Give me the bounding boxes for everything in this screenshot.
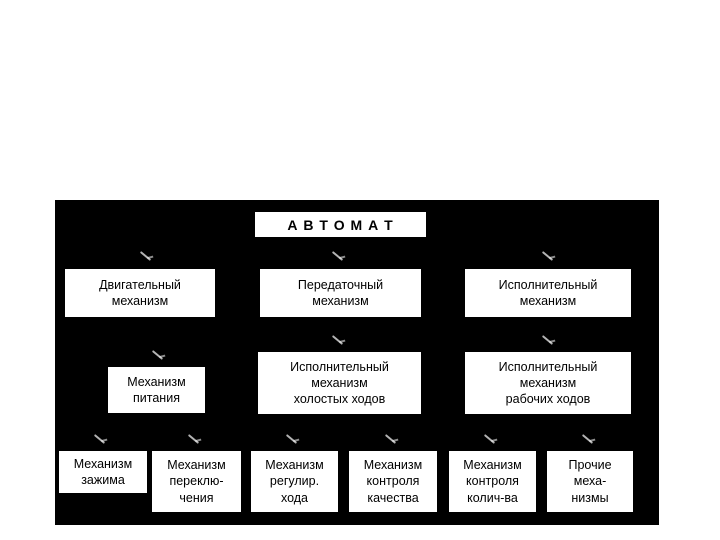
connector-arrow-icon <box>331 335 344 345</box>
connector-arrow-icon <box>331 251 344 261</box>
node-transmission-mechanism: Передаточный механизм <box>260 269 421 317</box>
node-motor-mechanism: Двигательный механизм <box>65 269 215 317</box>
connector-arrow-icon <box>151 350 164 360</box>
node-executive-mechanism: Исполнительный механизм <box>465 269 631 317</box>
node-automat: А В Т О М А Т <box>255 212 426 237</box>
node-stroke-adjust-mechanism: Механизм регулир. хода <box>251 451 338 512</box>
connector-arrow-icon <box>541 251 554 261</box>
connector-arrow-icon <box>581 434 594 444</box>
node-other-mechanisms: Прочие меха- низмы <box>547 451 633 512</box>
connector-arrow-icon <box>285 434 298 444</box>
connector-arrow-icon <box>483 434 496 444</box>
connector-arrow-icon <box>384 434 397 444</box>
diagram-panel: А В Т О М А Т Двигательный механизм Пере… <box>55 200 659 525</box>
connector-arrow-icon <box>541 335 554 345</box>
node-quality-control-mechanism: Механизм контроля качества <box>349 451 437 512</box>
connector-arrow-icon <box>139 251 152 261</box>
connector-arrow-icon <box>187 434 200 444</box>
node-switching-mechanism: Механизм переклю- чения <box>152 451 241 512</box>
connector-arrow-icon <box>93 434 106 444</box>
node-feeding-mechanism: Механизм питания <box>108 367 205 413</box>
node-idle-strokes-mechanism: Исполнительный механизм холостых ходов <box>258 352 421 414</box>
node-clamping-mechanism: Механизм зажима <box>59 451 147 493</box>
node-quantity-control-mechanism: Механизм контроля колич-ва <box>449 451 536 512</box>
node-working-strokes-mechanism: Исполнительный механизм рабочих ходов <box>465 352 631 414</box>
